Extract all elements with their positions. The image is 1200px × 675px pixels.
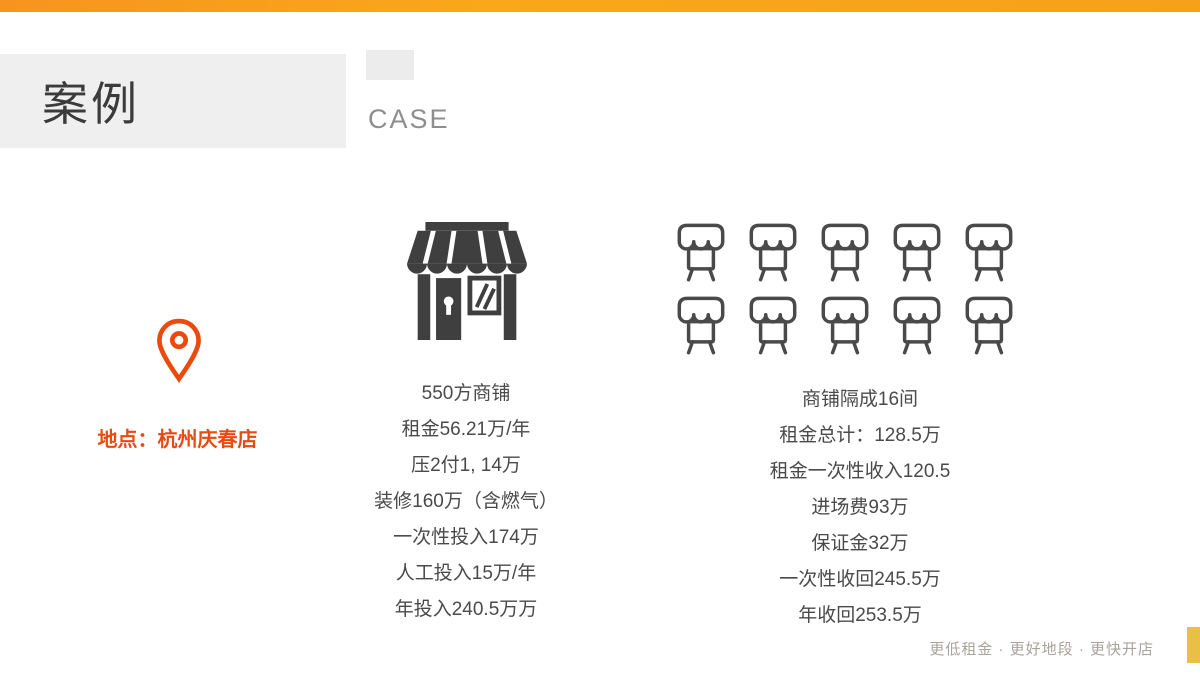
shops-grid [670,220,1020,360]
location-pin-icon [154,318,204,389]
detail-line: 年收回253.5万 [798,605,922,626]
shop-stall-icon [672,293,730,360]
left-case-details: 550方商铺 租金56.21万/年 压2付1, 14万 装修160万（含燃气） … [316,376,616,628]
detail-line: 550方商铺 [421,383,511,404]
detail-line: 装修160万（含燃气） [374,491,558,512]
detail-line: 租金总计：128.5万 [779,425,941,446]
title-block: 案例 [0,54,346,148]
detail-line: 进场费93万 [811,497,909,518]
detail-line: 一次性投入174万 [393,527,539,548]
shop-stall-icon [960,293,1018,360]
shop-stall-icon [816,293,874,360]
shop-stall-icon [672,220,730,287]
detail-line: 租金56.21万/年 [401,419,531,440]
shop-stall-icon [960,220,1018,287]
detail-line: 压2付1, 14万 [411,455,521,476]
shop-stall-icon [888,293,946,360]
location-label: 地点：杭州庆春店 [97,429,258,451]
shop-stall-icon [816,220,874,287]
detail-line: 年投入240.5万万 [394,599,538,620]
detail-line: 一次性收回245.5万 [779,569,941,590]
right-case-details: 商铺隔成16间 租金总计：128.5万 租金一次性收入120.5 进场费93万 … [688,382,1032,634]
shop-stall-icon [744,220,802,287]
footer-tagline: 更低租金 · 更好地段 · 更快开店 [929,641,1154,658]
storefront-icon [404,222,530,345]
shop-stall-icon [744,293,802,360]
shop-stall-icon [888,220,946,287]
detail-line: 人工投入15万/年 [395,563,537,584]
footer-accent-square [1187,627,1200,663]
detail-line: 保证金32万 [811,533,909,554]
detail-line: 商铺隔成16间 [801,389,919,410]
top-accent-bar [0,0,1200,12]
page-title: 案例 [42,78,140,130]
decorative-square [366,50,414,80]
page-subtitle: CASE [368,104,450,134]
detail-line: 租金一次性收入120.5 [769,461,951,482]
